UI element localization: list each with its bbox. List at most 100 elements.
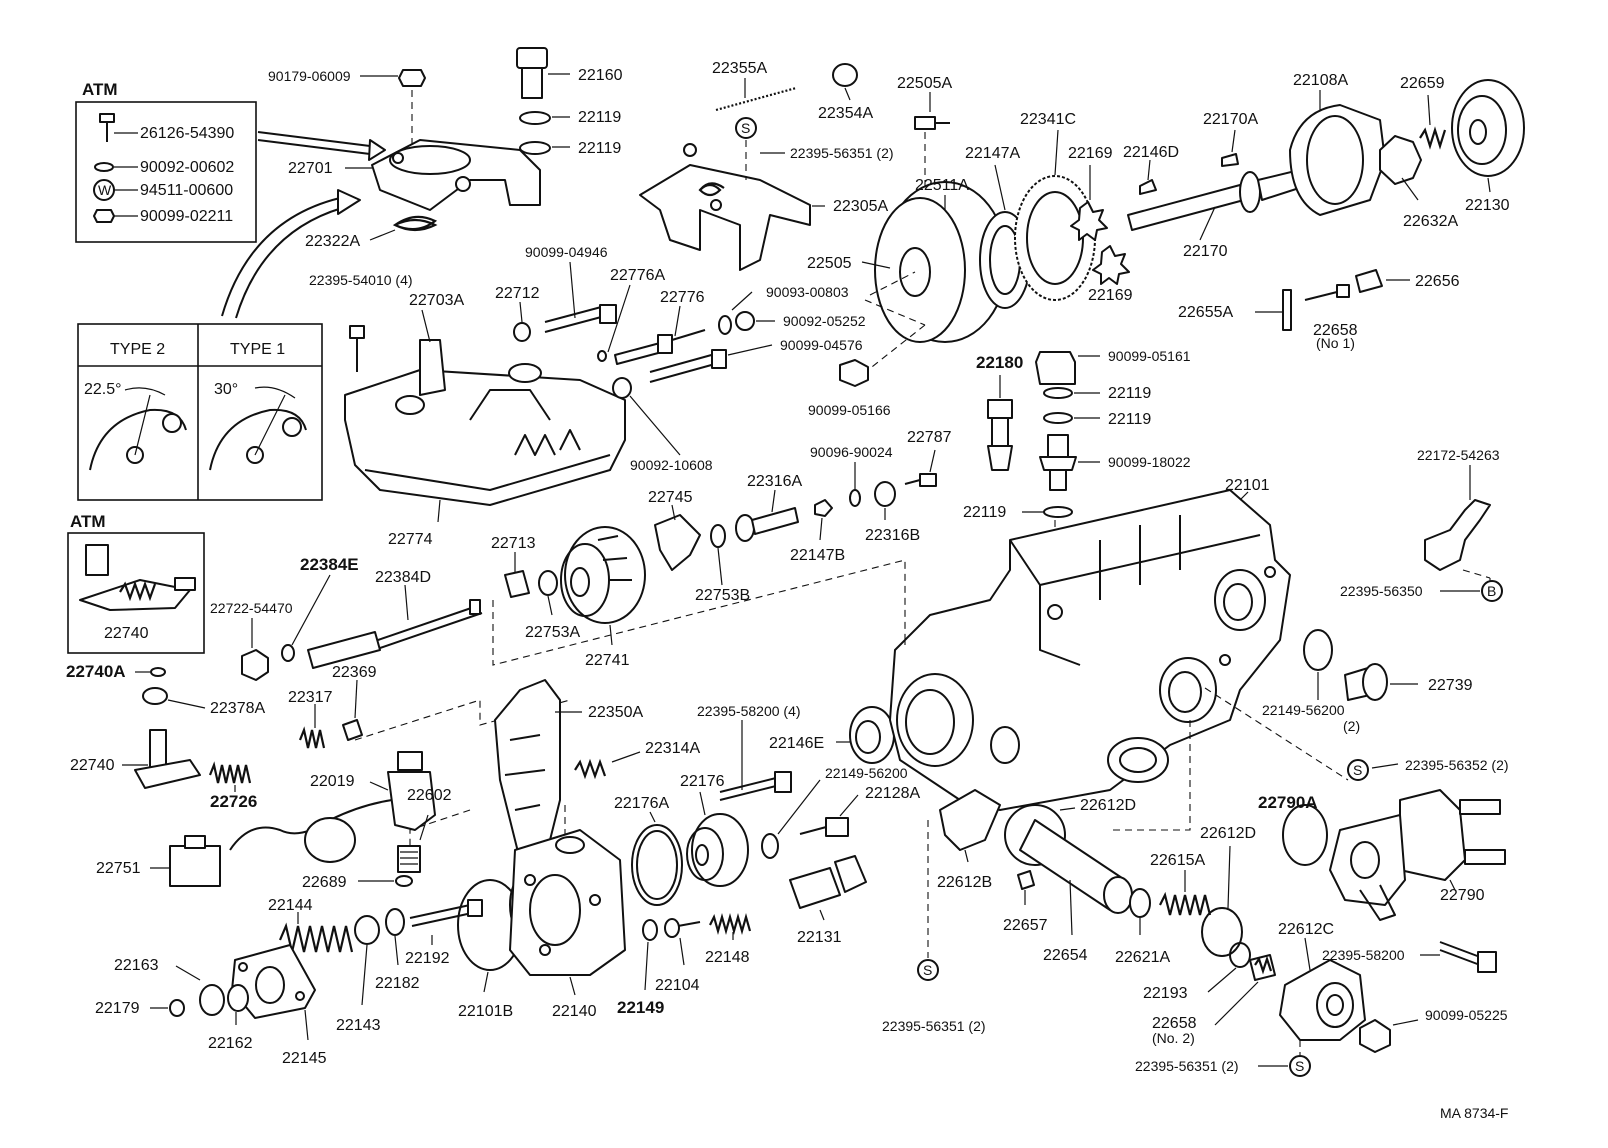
part-90099-05225: 90099-05225 bbox=[1425, 1007, 1508, 1023]
part-22162: 22162 bbox=[208, 1035, 253, 1052]
flyweight-holder-22741 bbox=[560, 526, 646, 624]
dashed-guide-2 bbox=[354, 699, 571, 741]
part-22119-e: 22119 bbox=[963, 504, 1006, 521]
part-22119-a: 22119 bbox=[578, 109, 621, 126]
part-22395-54010: 22395-54010 (4) bbox=[309, 272, 413, 288]
part-22119-b: 22119 bbox=[578, 140, 621, 157]
spring-22317 bbox=[298, 726, 326, 749]
part-22149: 22149 bbox=[617, 998, 664, 1017]
pin-22657 bbox=[1017, 870, 1035, 890]
part-22745: 22745 bbox=[648, 489, 693, 506]
part-22355A: 22355A bbox=[712, 60, 767, 77]
part-22140: 22140 bbox=[552, 1003, 597, 1020]
part-22179: 22179 bbox=[95, 1000, 140, 1017]
part-90096-90024: 90096-90024 bbox=[810, 444, 893, 460]
b-symbol bbox=[1481, 580, 1503, 602]
part-22170: 22170 bbox=[1183, 243, 1228, 260]
part-90099-05161: 90099-05161 bbox=[1108, 348, 1191, 364]
part-26126-54390: 26126-54390 bbox=[140, 125, 234, 142]
pin-22655A bbox=[1282, 289, 1292, 331]
fitting-90099-18022 bbox=[1039, 434, 1077, 491]
part-22395-56350: 22395-56350 bbox=[1340, 583, 1423, 599]
part-22722-54470: 22722-54470 bbox=[210, 600, 293, 616]
filter-22602 bbox=[397, 845, 421, 873]
seal-22612D-a bbox=[1004, 804, 1066, 866]
washer-22753B bbox=[710, 524, 726, 548]
part-22163: 22163 bbox=[114, 957, 159, 974]
screw-22776 bbox=[614, 329, 706, 365]
part-22632A: 22632A bbox=[1403, 213, 1458, 230]
shim-22713 bbox=[504, 570, 530, 598]
nut-90092-05252 bbox=[735, 311, 755, 331]
part-22751: 22751 bbox=[96, 860, 141, 877]
atm-box-22740 bbox=[67, 532, 205, 654]
part-22316B: 22316B bbox=[865, 527, 920, 544]
part-22395-56351-b: 22395-56351 (2) bbox=[882, 1018, 986, 1034]
part-22659: 22659 bbox=[1400, 75, 1445, 92]
washer-22149-56200-a bbox=[761, 833, 779, 859]
plug-22739 bbox=[1344, 663, 1388, 701]
part-22739: 22739 bbox=[1428, 677, 1473, 694]
type1-lever-icon bbox=[209, 386, 307, 471]
part-22180: 22180 bbox=[976, 353, 1023, 372]
oring-22163 bbox=[199, 984, 225, 1016]
part-22612D-a: 22612D bbox=[1080, 797, 1136, 814]
part-22701: 22701 bbox=[288, 160, 333, 177]
fitting-22131 bbox=[789, 855, 867, 909]
oring-22176A bbox=[631, 824, 683, 906]
wire-22355A bbox=[715, 86, 797, 112]
part-22740-atm: 22740 bbox=[104, 625, 149, 642]
washer-22119-d bbox=[1043, 412, 1073, 424]
part-22657: 22657 bbox=[1003, 917, 1048, 934]
spring-22726 bbox=[208, 761, 252, 784]
nut-22722-54470 bbox=[241, 649, 269, 681]
valve-22104 bbox=[664, 918, 701, 938]
part-22753B: 22753B bbox=[695, 587, 750, 604]
atm-label-top: ATM bbox=[82, 80, 118, 99]
screw-90099-04576 bbox=[649, 349, 727, 383]
bracket-22172-54263 bbox=[1424, 499, 1491, 571]
atm-nut-icon bbox=[93, 209, 115, 223]
part-22019: 22019 bbox=[310, 773, 355, 790]
timer-piston-22740 bbox=[134, 729, 201, 789]
screw-22787 bbox=[904, 473, 937, 487]
part-22511A: 22511A bbox=[915, 177, 969, 194]
key-22146D bbox=[1139, 179, 1157, 195]
pulley-22130 bbox=[1451, 79, 1525, 177]
part-22776A: 22776A bbox=[610, 267, 665, 284]
part-22160: 22160 bbox=[578, 67, 623, 84]
atm-device-22740 bbox=[79, 544, 196, 611]
part-22176: 22176 bbox=[680, 773, 725, 790]
part-22350A: 22350A bbox=[588, 704, 643, 721]
part-22305A: 22305A bbox=[833, 198, 888, 215]
plate-22169-a bbox=[1070, 201, 1108, 241]
part-22144: 22144 bbox=[268, 897, 313, 914]
gear-22341C bbox=[1014, 175, 1096, 301]
washer-22119-a bbox=[519, 111, 551, 125]
part-90099-18022: 90099-18022 bbox=[1108, 454, 1191, 470]
part-22713: 22713 bbox=[491, 535, 536, 552]
part-22615A: 22615A bbox=[1150, 852, 1205, 869]
screw-22505A bbox=[914, 116, 950, 130]
catalog-code: MA 8734-F bbox=[1440, 1105, 1508, 1121]
type-curve-arrow bbox=[221, 197, 341, 317]
atm-washer-icon bbox=[94, 162, 114, 172]
part-22602: 22602 bbox=[407, 787, 452, 804]
washer-22119-e bbox=[1043, 506, 1073, 518]
part-22170A: 22170A bbox=[1203, 111, 1258, 128]
part-22790A: 22790A bbox=[1258, 793, 1318, 812]
pin-22658-no1 bbox=[1304, 284, 1350, 301]
part-22505: 22505 bbox=[807, 255, 852, 272]
part-22131: 22131 bbox=[797, 929, 842, 946]
part-22612C: 22612C bbox=[1278, 921, 1334, 938]
part-22143: 22143 bbox=[336, 1017, 381, 1034]
part-22658-no2: 22658 bbox=[1152, 1015, 1197, 1032]
atm-arrow-1 bbox=[257, 131, 371, 147]
oring-22162 bbox=[227, 984, 249, 1012]
pump-housing-22101 bbox=[889, 489, 1291, 811]
part-22654: 22654 bbox=[1043, 947, 1088, 964]
seal-22612D-b bbox=[1201, 907, 1243, 957]
ring-22689 bbox=[395, 875, 413, 887]
cap-90099-05161 bbox=[1035, 351, 1076, 385]
s-symbol-4 bbox=[1289, 1055, 1311, 1077]
